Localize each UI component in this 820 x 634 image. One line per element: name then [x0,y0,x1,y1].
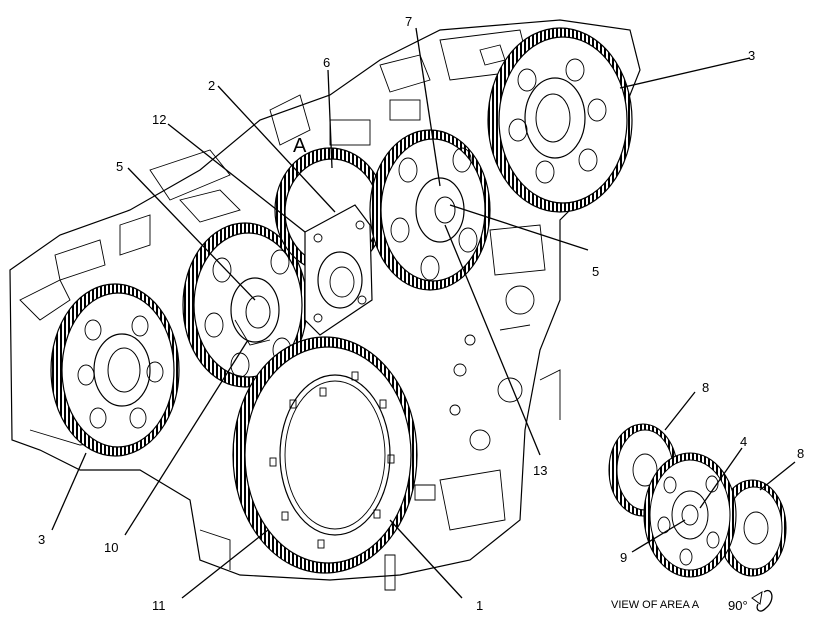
rotation-arrow-icon [751,589,773,612]
leader-lines [51,27,796,599]
callout-3-upper: 3 [748,48,755,63]
callout-6: 6 [323,55,330,70]
callout-13: 13 [533,463,547,478]
rotation-label: 90° [728,598,748,613]
callout-7: 7 [405,14,412,29]
idler-gear-right [369,129,491,291]
callout-8-right: 8 [797,446,804,461]
callout-12: 12 [152,112,166,127]
callout-3-lower: 3 [38,532,45,547]
callout-5-left: 5 [116,159,123,174]
callout-9: 9 [620,550,627,565]
callout-1: 1 [476,598,483,613]
gear-3-lower-left [50,283,180,457]
callout-10: 10 [104,540,118,555]
callout-4: 4 [740,434,747,449]
crankshaft-gear [232,336,418,574]
inset-view [608,423,787,578]
gear-3-upper-right [487,27,633,213]
callout-8-left: 8 [702,380,709,395]
view-caption: VIEW OF AREA A [611,599,700,611]
callout-2: 2 [208,78,215,93]
area-marker: A [293,135,307,157]
idler-gear-left [182,222,308,388]
callout-11: 11 [152,598,166,613]
callout-5-right: 5 [592,264,599,279]
thrust-plate [304,204,373,336]
